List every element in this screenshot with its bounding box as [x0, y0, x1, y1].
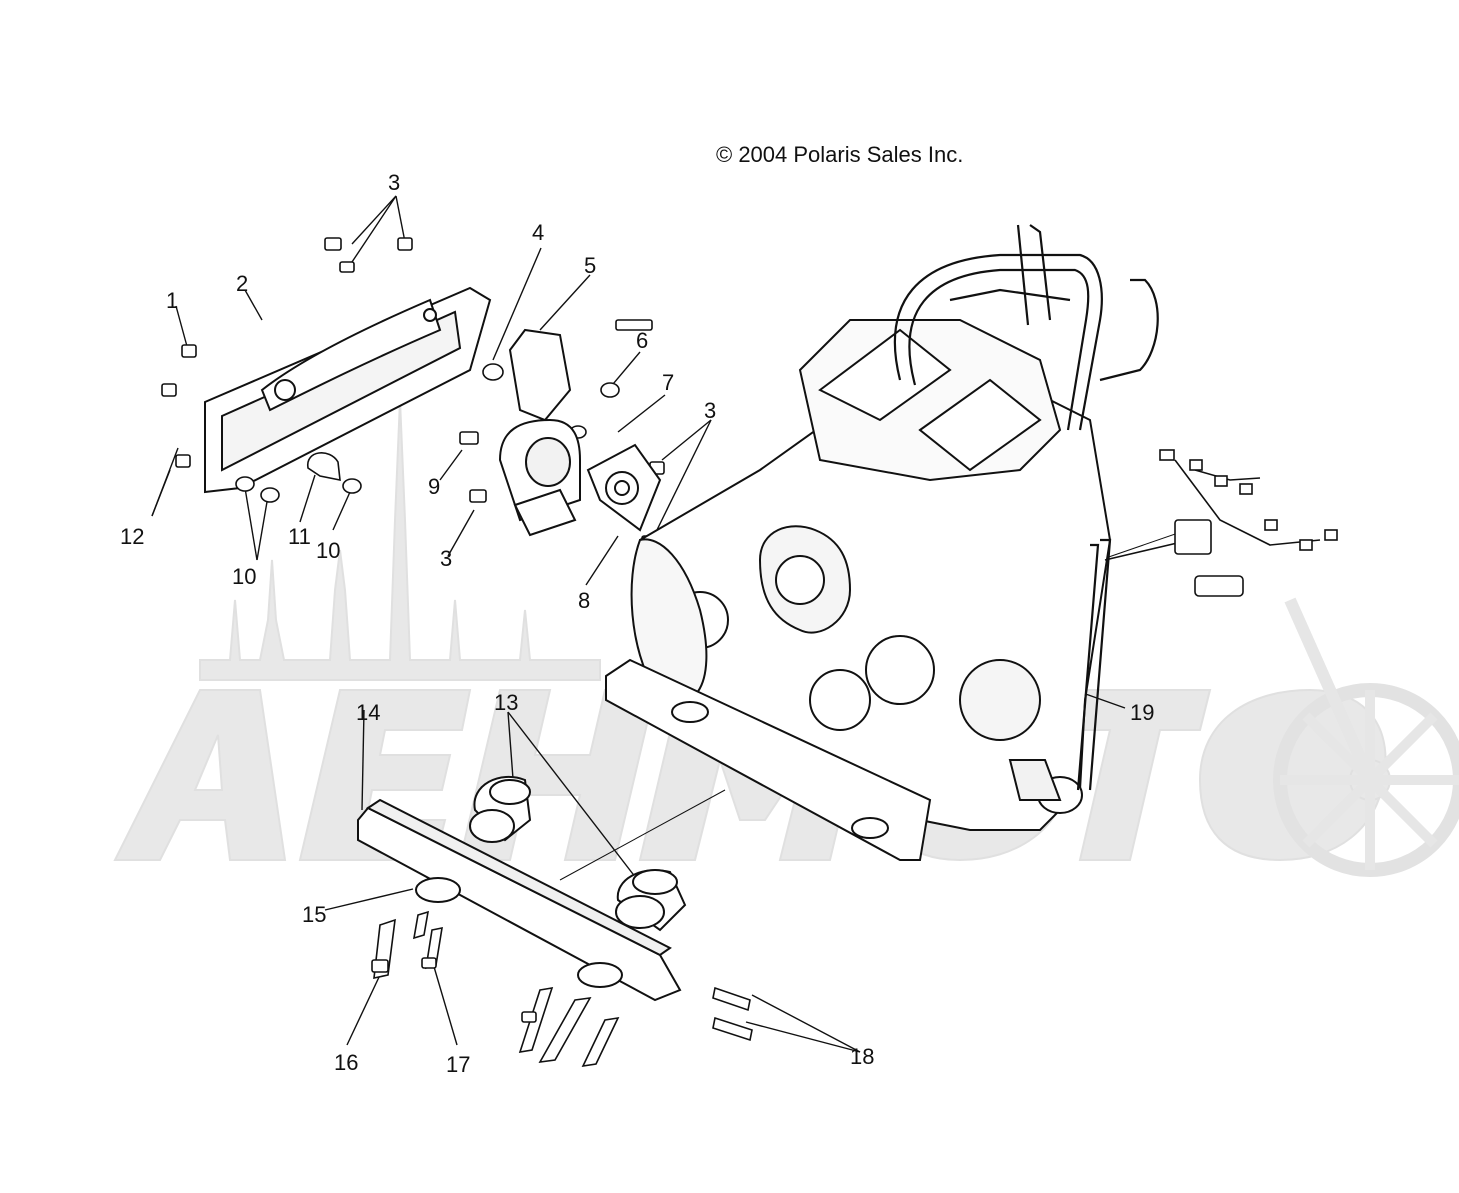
- callout-9: 9: [428, 474, 441, 499]
- callout-19: 19: [1130, 700, 1155, 725]
- callout-16: 16: [334, 1050, 359, 1075]
- callout-10-right: 10: [316, 538, 341, 563]
- hardware-bolts: [161, 237, 665, 549]
- callout-10-left: 10: [232, 564, 257, 589]
- callout-2: 2: [236, 271, 249, 296]
- rubber-isolators: [469, 775, 687, 932]
- callout-12: 12: [120, 524, 145, 549]
- callout-17: 17: [446, 1052, 471, 1077]
- callout-3-top: 3: [388, 170, 401, 195]
- copyright-notice: © 2004 Polaris Sales Inc.: [716, 142, 964, 167]
- wiring-harness: [1104, 449, 1338, 597]
- callout-13: 13: [494, 690, 519, 715]
- callout-7: 7: [662, 370, 675, 395]
- lower-mount-rail: [357, 798, 682, 1002]
- frame-tubes: [893, 224, 1159, 791]
- callout-5: 5: [584, 253, 597, 278]
- engine-bracket: [498, 328, 662, 537]
- callout-3-lower: 3: [440, 546, 453, 571]
- callout-15: 15: [302, 902, 327, 927]
- callout-8: 8: [578, 588, 591, 613]
- callout-14: 14: [356, 700, 381, 725]
- upper-mount-rail: [605, 658, 932, 861]
- callout-11: 11: [288, 524, 311, 549]
- callout-3-right: 3: [704, 398, 717, 423]
- callout-6: 6: [636, 328, 649, 353]
- callout-4: 4: [532, 220, 545, 245]
- engine-assembly: [630, 319, 1112, 831]
- callout-18: 18: [850, 1044, 875, 1069]
- engine-mount-plate: [204, 286, 492, 494]
- callout-1: 1: [166, 288, 179, 313]
- lower-bolts: [371, 910, 753, 1068]
